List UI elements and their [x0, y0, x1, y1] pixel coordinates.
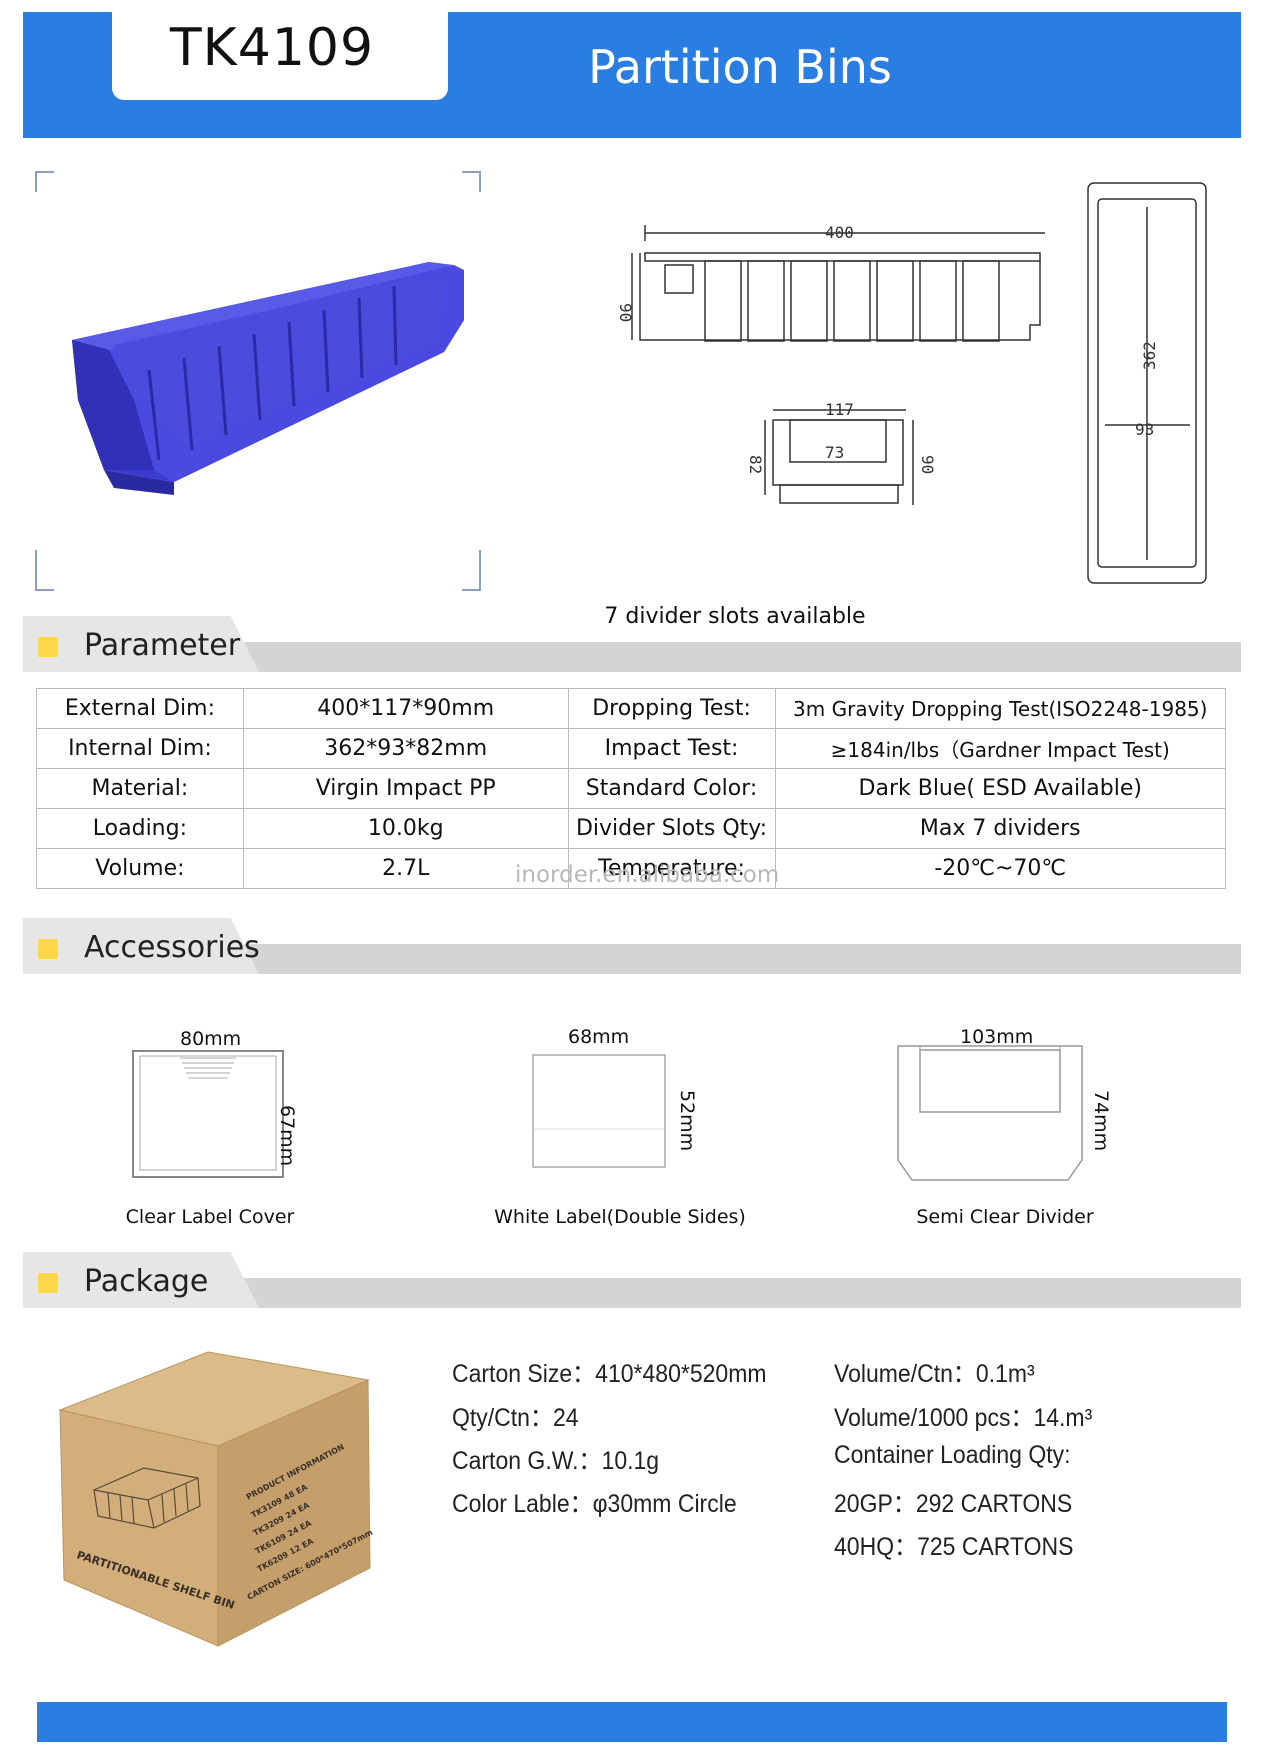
package-info-line: Volume/Ctn：0.1m³: [834, 1360, 1035, 1388]
param-value: 3m Gravity Dropping Test(ISO2248-1985): [774, 688, 1226, 729]
param-label: Dropping Test:: [567, 688, 776, 729]
param-value: ≥184in/lbs（Gardner Impact Test): [774, 728, 1226, 769]
accessories-marker: [38, 939, 58, 959]
accessory-width: 80mm: [180, 1028, 242, 1050]
param-value: 10.0kg: [242, 808, 569, 849]
param-label: Temperature:: [567, 848, 776, 889]
white-label-drawing: [532, 1054, 666, 1168]
package-marker: [38, 1273, 58, 1293]
accessory-width: 68mm: [568, 1026, 630, 1048]
accessory-caption: White Label(Double Sides): [494, 1206, 746, 1228]
param-label: External Dim:: [36, 688, 244, 729]
dim-height: 90: [620, 303, 635, 322]
table-row: Volume: 2.7L Temperature: -20℃~70℃: [36, 848, 1226, 889]
param-value: 2.7L: [242, 848, 569, 889]
accessory-height: 52mm: [676, 1090, 698, 1152]
technical-drawing: 400 90 117 73 82 90 362 93: [620, 182, 1207, 584]
accessory-caption: Clear Label Cover: [125, 1206, 295, 1228]
page-title: Partition Bins: [588, 40, 892, 94]
param-label: Standard Color:: [567, 768, 776, 809]
dim-top-inner-width: 93: [1135, 420, 1154, 439]
corner-brackets: [35, 171, 481, 591]
package-info-line: 20GP：292 CARTONS: [834, 1490, 1073, 1518]
dim-inner-width: 73: [825, 443, 844, 462]
param-label: Impact Test:: [567, 728, 776, 769]
package-tab: [23, 1252, 259, 1308]
package-info-line: Color Lable：φ30mm Circle: [452, 1490, 737, 1518]
param-value: 400*117*90mm: [242, 688, 569, 729]
dim-length: 400: [825, 223, 854, 242]
param-label: Loading:: [36, 808, 244, 849]
dim-width: 117: [825, 400, 854, 419]
label-cover-drawing: [132, 1050, 284, 1178]
package-info-line: Qty/Ctn：24: [452, 1404, 579, 1432]
package-info-line: 40HQ：725 CARTONS: [834, 1533, 1074, 1561]
accessory-height: 74mm: [1090, 1090, 1112, 1152]
model-box: [112, 12, 448, 100]
param-value: -20℃~70℃: [774, 848, 1226, 889]
package-info-line: Volume/1000 pcs：14.m³: [834, 1404, 1093, 1432]
footer-bar: [37, 1702, 1227, 1742]
param-value: Dark Blue( ESD Available): [774, 768, 1226, 809]
param-label: Internal Dim:: [36, 728, 244, 769]
package-info-line: Container Loading Qty:: [834, 1441, 1071, 1469]
accessories-tab: [23, 918, 259, 974]
param-label: Divider Slots Qty:: [567, 808, 776, 849]
table-row: Internal Dim: 362*93*82mm Impact Test: ≥…: [36, 728, 1226, 769]
product-photo: [35, 171, 481, 591]
accessory-height: 67mm: [276, 1105, 298, 1167]
model-number: TK4109: [169, 18, 375, 78]
param-value: 362*93*82mm: [242, 728, 569, 769]
dim-side-height: 90: [918, 455, 937, 474]
drawing-caption: 7 divider slots available: [604, 604, 866, 629]
dim-inner-length: 362: [1140, 341, 1159, 370]
carton-box-image: PARTITIONABLE SHELF BIN PRODUCT INFORMAT…: [58, 1351, 374, 1647]
table-row: Loading: 10.0kg Divider Slots Qty: Max 7…: [36, 808, 1226, 849]
accessory-caption: Semi Clear Divider: [916, 1206, 1094, 1228]
table-row: Material: Virgin Impact PP Standard Colo…: [36, 768, 1226, 809]
parameter-table: External Dim: 400*117*90mm Dropping Test…: [36, 688, 1226, 889]
divider-drawing: [897, 1045, 1083, 1181]
table-row: External Dim: 400*117*90mm Dropping Test…: [36, 688, 1226, 729]
parameter-title: Parameter: [84, 628, 241, 663]
parameter-marker: [38, 637, 58, 657]
param-label: Volume:: [36, 848, 244, 889]
accessory-width: 103mm: [960, 1026, 1034, 1048]
param-value: Virgin Impact PP: [242, 768, 569, 809]
watermark: inorder.en.alibaba.com: [515, 862, 780, 888]
accessories-title: Accessories: [84, 930, 260, 965]
package-info-line: Carton Size：410*480*520mm: [452, 1360, 767, 1388]
param-label: Material:: [36, 768, 244, 809]
parameter-tab: [23, 616, 259, 672]
package-info-line: Carton G.W.：10.1g: [452, 1447, 660, 1475]
param-value: Max 7 dividers: [774, 808, 1226, 849]
package-title: Package: [84, 1264, 209, 1299]
dim-inner-height: 82: [746, 455, 765, 474]
